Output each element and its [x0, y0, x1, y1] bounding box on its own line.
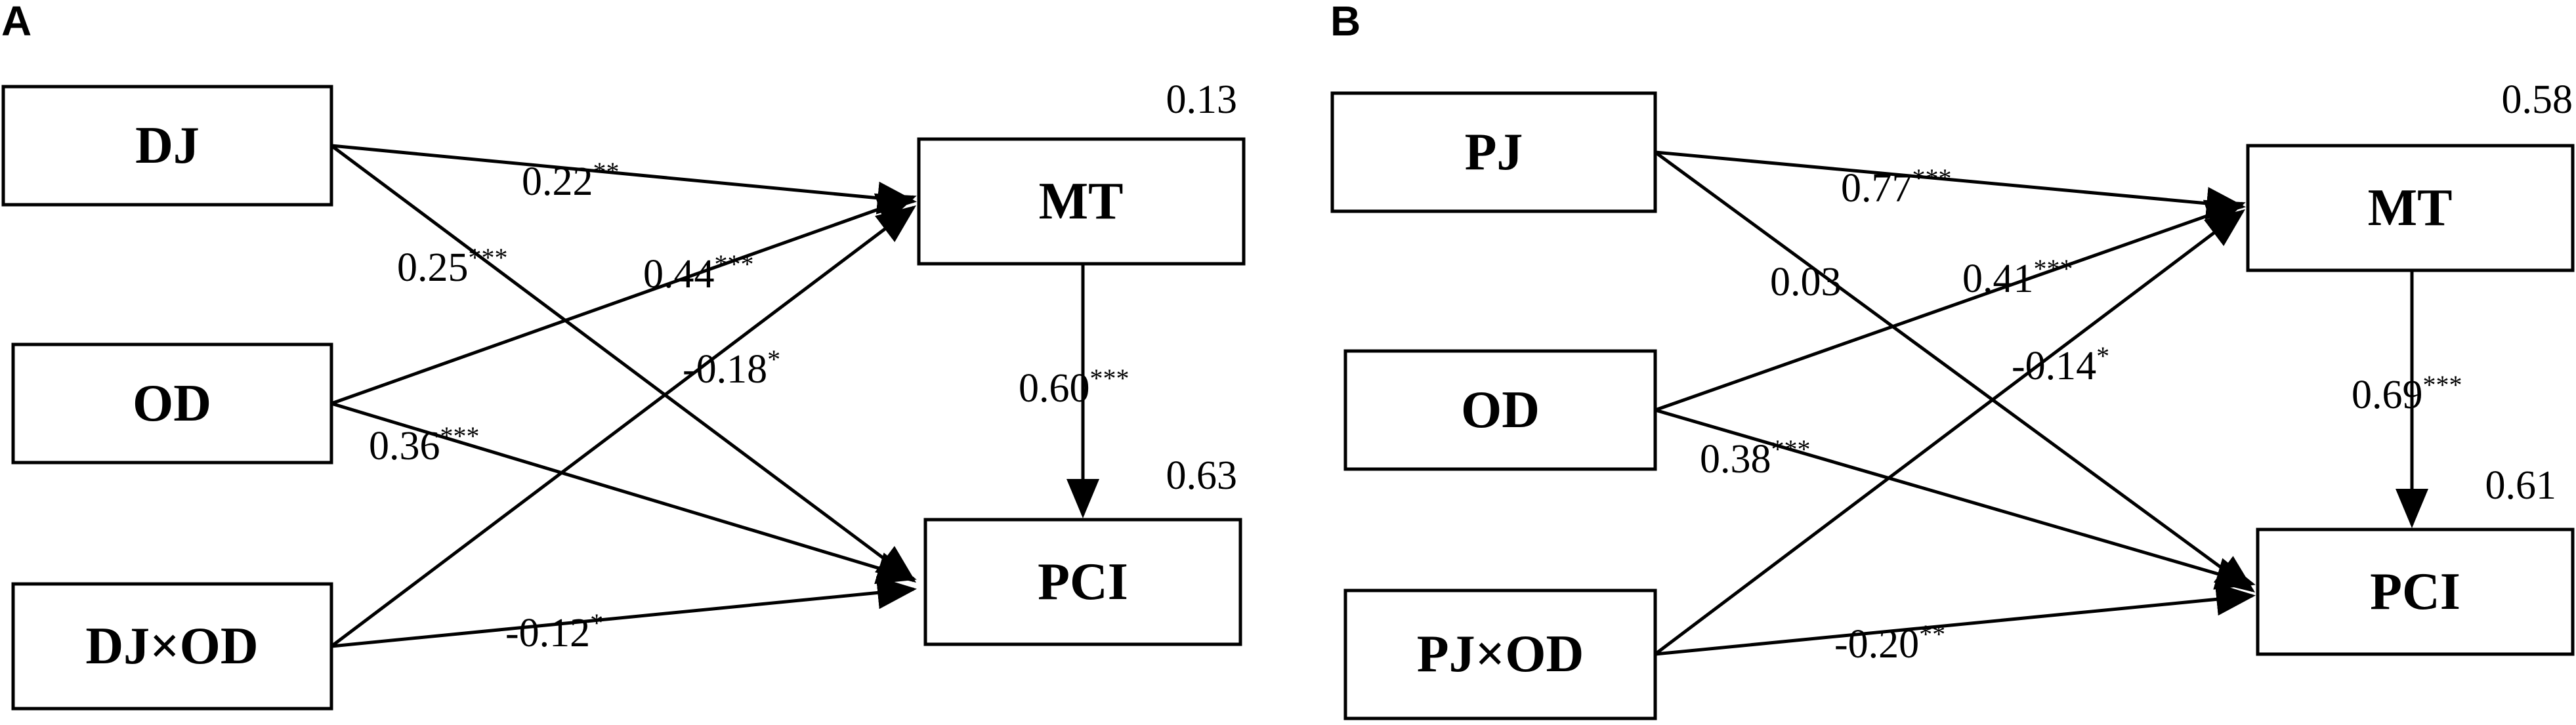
node-pci: PCI: [2256, 528, 2575, 656]
path-interaction-to-mediator: [1654, 209, 2245, 655]
node-label: PJ: [1465, 123, 1523, 181]
r2-outcome: 0.61: [2485, 463, 2557, 508]
panel-a: A DJ OD DJ×OD MT PCI 0.13: [1, 0, 1246, 711]
coef-x-to-mediator: 0.77***: [1841, 163, 1952, 211]
path-moderator-to-outcome: [1655, 408, 2256, 590]
path-x-to-mediator: [1655, 150, 2246, 220]
r2-mediator: 0.58: [2502, 77, 2573, 122]
node-label: PJ×OD: [1417, 625, 1584, 683]
coef-moderator-to-outcome: 0.36***: [369, 421, 480, 468]
coef-interaction-to-outcome: -0.12*: [505, 608, 603, 655]
node-label: PCI: [1038, 553, 1128, 611]
node-label: MT: [2368, 179, 2453, 237]
coef-moderator-to-mediator: 0.44***: [643, 249, 754, 297]
node-label: DJ×OD: [85, 617, 258, 675]
node-label: OD: [1461, 381, 1540, 439]
path-interaction-to-mediator: [330, 205, 916, 648]
coef-x-to-outcome: 0.03: [1770, 260, 1842, 304]
coef-mediator-to-outcome: 0.60***: [1019, 363, 1130, 411]
coef-interaction-to-mediator: -0.14*: [2012, 341, 2109, 388]
node-od: OD: [1343, 349, 1657, 471]
coef-mediator-to-outcome: 0.69***: [2352, 370, 2462, 417]
node-pci: PCI: [923, 518, 1242, 646]
coef-interaction-to-outcome: -0.20**: [1834, 619, 1945, 667]
node-label: OD: [133, 375, 211, 432]
path-moderator-to-outcome: [331, 402, 917, 585]
node-label: PCI: [2370, 563, 2460, 621]
panel-b: B PJ OD PJ×OD MT PCI 0.58: [1330, 0, 2575, 720]
panel-letter: A: [1, 0, 32, 45]
node-od: OD: [11, 342, 333, 465]
coef-x-to-outcome: 0.25***: [397, 243, 508, 290]
node-dj: DJ: [1, 85, 333, 207]
coef-moderator-to-outcome: 0.38***: [1700, 434, 1811, 482]
node-mt: MT: [917, 137, 1246, 266]
node-mt: MT: [2246, 144, 2575, 272]
path-moderator-to-mediator: [331, 193, 917, 405]
node-label: DJ: [135, 117, 200, 175]
path-x-to-mediator: [331, 144, 917, 215]
node-dj-x-od: DJ×OD: [11, 582, 333, 711]
coef-x-to-mediator: 0.22**: [522, 157, 620, 204]
path-moderator-to-mediator: [1655, 199, 2246, 412]
coef-interaction-to-mediator: -0.18*: [683, 344, 780, 392]
coef-moderator-to-mediator: 0.41***: [1962, 254, 2073, 301]
path-interaction-to-outcome: [331, 576, 917, 648]
r2-mediator: 0.13: [1166, 77, 1238, 122]
panel-letter: B: [1330, 0, 1361, 45]
node-pj-x-od: PJ×OD: [1343, 589, 1657, 720]
r2-outcome: 0.63: [1166, 453, 1238, 498]
node-label: MT: [1039, 173, 1124, 230]
path-interaction-to-outcome: [1655, 583, 2256, 656]
path-x-to-outcome: [1654, 150, 2256, 592]
path-x-to-outcome: [330, 144, 917, 583]
node-pj: PJ: [1330, 91, 1657, 213]
